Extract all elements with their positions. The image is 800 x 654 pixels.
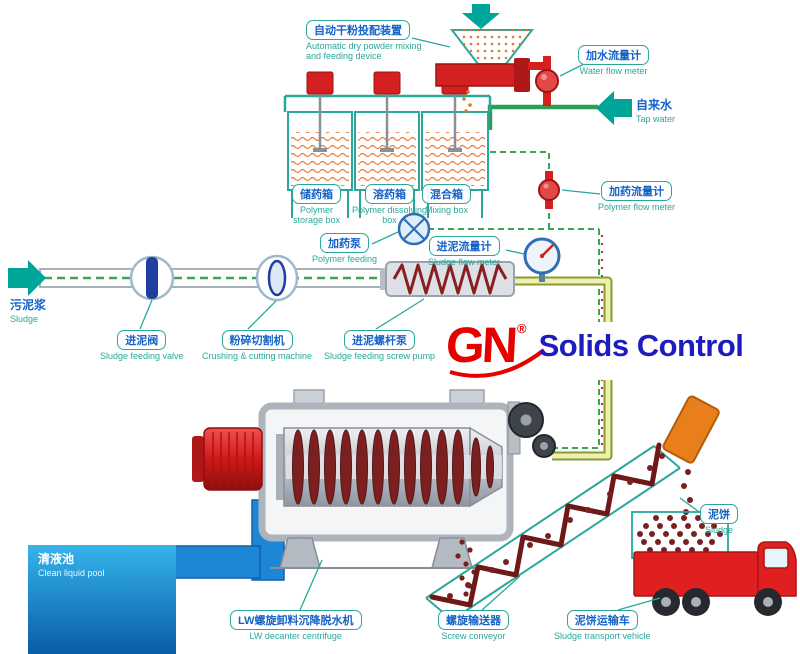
label-sludge-screw-pump: 进泥螺杆泵 Sludge feeding screw pump xyxy=(324,330,435,361)
label-sludge-inlet: 污泥浆 Sludge xyxy=(10,296,46,324)
label-mixing-box: 混合箱 Mixing box xyxy=(422,184,471,215)
solids-control-text: Solids Control xyxy=(538,328,744,363)
label-polymer-feeding-pump-en: Polymer feeding xyxy=(312,254,378,264)
label-sludge-flow-meter: 进泥流量计 Sludge flow meter xyxy=(428,236,500,267)
sludge-main-pipe xyxy=(39,268,393,288)
label-sludge-feeding-valve-en: Sludge feeding valve xyxy=(100,351,184,361)
label-sludge-cake-en: Sludge xyxy=(704,525,734,535)
label-sludge-screw-pump-en: Sludge feeding screw pump xyxy=(324,351,436,361)
crushing-machine-graphic xyxy=(255,254,299,302)
gn-logo-letters: GN xyxy=(444,317,517,373)
clean-liquid-pool-graphic xyxy=(28,499,285,654)
polymer-pump-graphic xyxy=(397,212,431,246)
label-polymer-dissolving-box-zh: 溶药箱 xyxy=(365,184,415,204)
powder-hopper xyxy=(435,29,535,113)
label-decanter-centrifuge: LW螺旋卸料沉降脱水机 LW decanter centrifuge xyxy=(230,610,362,641)
sludge-in-arrow-icon xyxy=(8,260,46,296)
dosing-tanks xyxy=(283,71,492,218)
label-clean-liquid-pool-en: Clean liquid pool xyxy=(38,568,105,578)
label-crushing-machine: 粉碎切割机 Crushing & cutting machine xyxy=(202,330,312,361)
logo-swoosh xyxy=(440,322,770,380)
label-sludge-cake: 泥饼 Sludge xyxy=(700,504,738,535)
label-polymer-dissolving-box-en: Polymer dissolving box xyxy=(352,205,428,226)
label-polymer-flow-meter-zh: 加药流量计 xyxy=(601,181,673,201)
label-sludge-transport-vehicle-zh: 泥饼运输车 xyxy=(566,610,638,630)
chute-falling-dots xyxy=(681,469,693,515)
screw-pump-graphic xyxy=(380,261,515,297)
label-sludge-transport-vehicle-en: Sludge transport vehicle xyxy=(554,631,651,641)
label-sludge-cake-zh: 泥饼 xyxy=(700,504,738,524)
label-decanter-centrifuge-en: LW decanter centrifuge xyxy=(249,631,342,641)
label-dry-powder-en: Automatic dry powder mixing and feeding … xyxy=(306,41,422,62)
label-decanter-centrifuge-zh: LW螺旋卸料沉降脱水机 xyxy=(230,610,362,630)
label-clean-liquid-pool-zh: 清液池 xyxy=(38,552,75,566)
label-sludge-inlet-en: Sludge xyxy=(10,314,39,324)
decanter-centrifuge-graphic xyxy=(192,389,556,569)
sludge-valve-graphic xyxy=(129,255,175,301)
label-sludge-feeding-valve: 进泥阀 Sludge feeding valve xyxy=(100,330,184,361)
label-water-flow-meter-zh: 加水流量计 xyxy=(578,45,649,65)
label-crushing-machine-zh: 粉碎切割机 xyxy=(221,330,293,350)
label-water-flow-meter: 加水流量计 Water flow meter xyxy=(578,45,649,76)
label-polymer-flow-meter: 加药流量计 Polymer flow meter xyxy=(598,181,675,212)
sludge-flow-gauge xyxy=(523,237,561,282)
flow-arrows xyxy=(8,4,632,296)
label-polymer-feeding-pump: 加药泵 Polymer feeding xyxy=(312,233,377,264)
screw-conveyor-graphic xyxy=(425,442,681,621)
gn-logo: GN ® Solids Control xyxy=(444,317,744,373)
label-polymer-storage-box: 储药箱 Polymer storage box xyxy=(292,184,341,226)
label-tap-water-en: Tap water xyxy=(636,114,676,124)
polymer-flow-meter-graphic xyxy=(538,171,560,209)
label-mixing-box-en: Mixing box xyxy=(424,205,469,215)
discharge-chute xyxy=(662,395,720,464)
water-flow-meter-graphic xyxy=(528,56,559,106)
label-sludge-transport-vehicle: 泥饼运输车 Sludge transport vehicle xyxy=(554,610,651,641)
sludge-truck-graphic xyxy=(633,541,797,616)
label-screw-conveyor-zh: 螺旋输送器 xyxy=(438,610,509,630)
label-sludge-feeding-valve-zh: 进泥阀 xyxy=(117,330,167,350)
label-screw-conveyor-en: Screw conveyor xyxy=(441,631,506,641)
registered-mark: ® xyxy=(517,321,527,336)
down-arrow-icon xyxy=(462,4,500,29)
label-water-flow-meter-en: Water flow meter xyxy=(579,66,648,76)
tap-water-pipe xyxy=(487,104,598,130)
label-sludge-screw-pump-zh: 进泥螺杆泵 xyxy=(344,330,416,350)
leader-lines xyxy=(139,37,703,611)
label-sludge-flow-meter-en: Sludge flow meter xyxy=(428,257,501,267)
label-screw-conveyor: 螺旋输送器 Screw conveyor xyxy=(438,610,509,641)
label-sludge-flow-meter-zh: 进泥流量计 xyxy=(428,236,500,256)
label-polymer-flow-meter-en: Polymer flow meter xyxy=(598,202,676,212)
label-dry-powder-zh: 自动干粉投配装置 xyxy=(306,20,410,40)
label-crushing-machine-en: Crushing & cutting machine xyxy=(202,351,313,361)
label-mixing-box-zh: 混合箱 xyxy=(422,184,471,204)
label-polymer-storage-box-en: Polymer storage box xyxy=(292,205,341,226)
label-dry-powder: 自动干粉投配装置 Automatic dry powder mixing and… xyxy=(306,20,422,62)
label-clean-liquid-pool: 清液池 Clean liquid pool xyxy=(38,550,105,578)
tap-water-arrow-icon xyxy=(596,91,632,125)
label-polymer-storage-box-zh: 储药箱 xyxy=(292,184,341,204)
label-tap-water-zh: 自来水 xyxy=(636,98,673,112)
label-polymer-dissolving-box: 溶药箱 Polymer dissolving box xyxy=(352,184,427,226)
label-sludge-inlet-zh: 污泥浆 xyxy=(10,298,47,312)
label-tap-water: 自来水 Tap water xyxy=(636,96,675,124)
label-polymer-feeding-pump-zh: 加药泵 xyxy=(320,233,370,253)
